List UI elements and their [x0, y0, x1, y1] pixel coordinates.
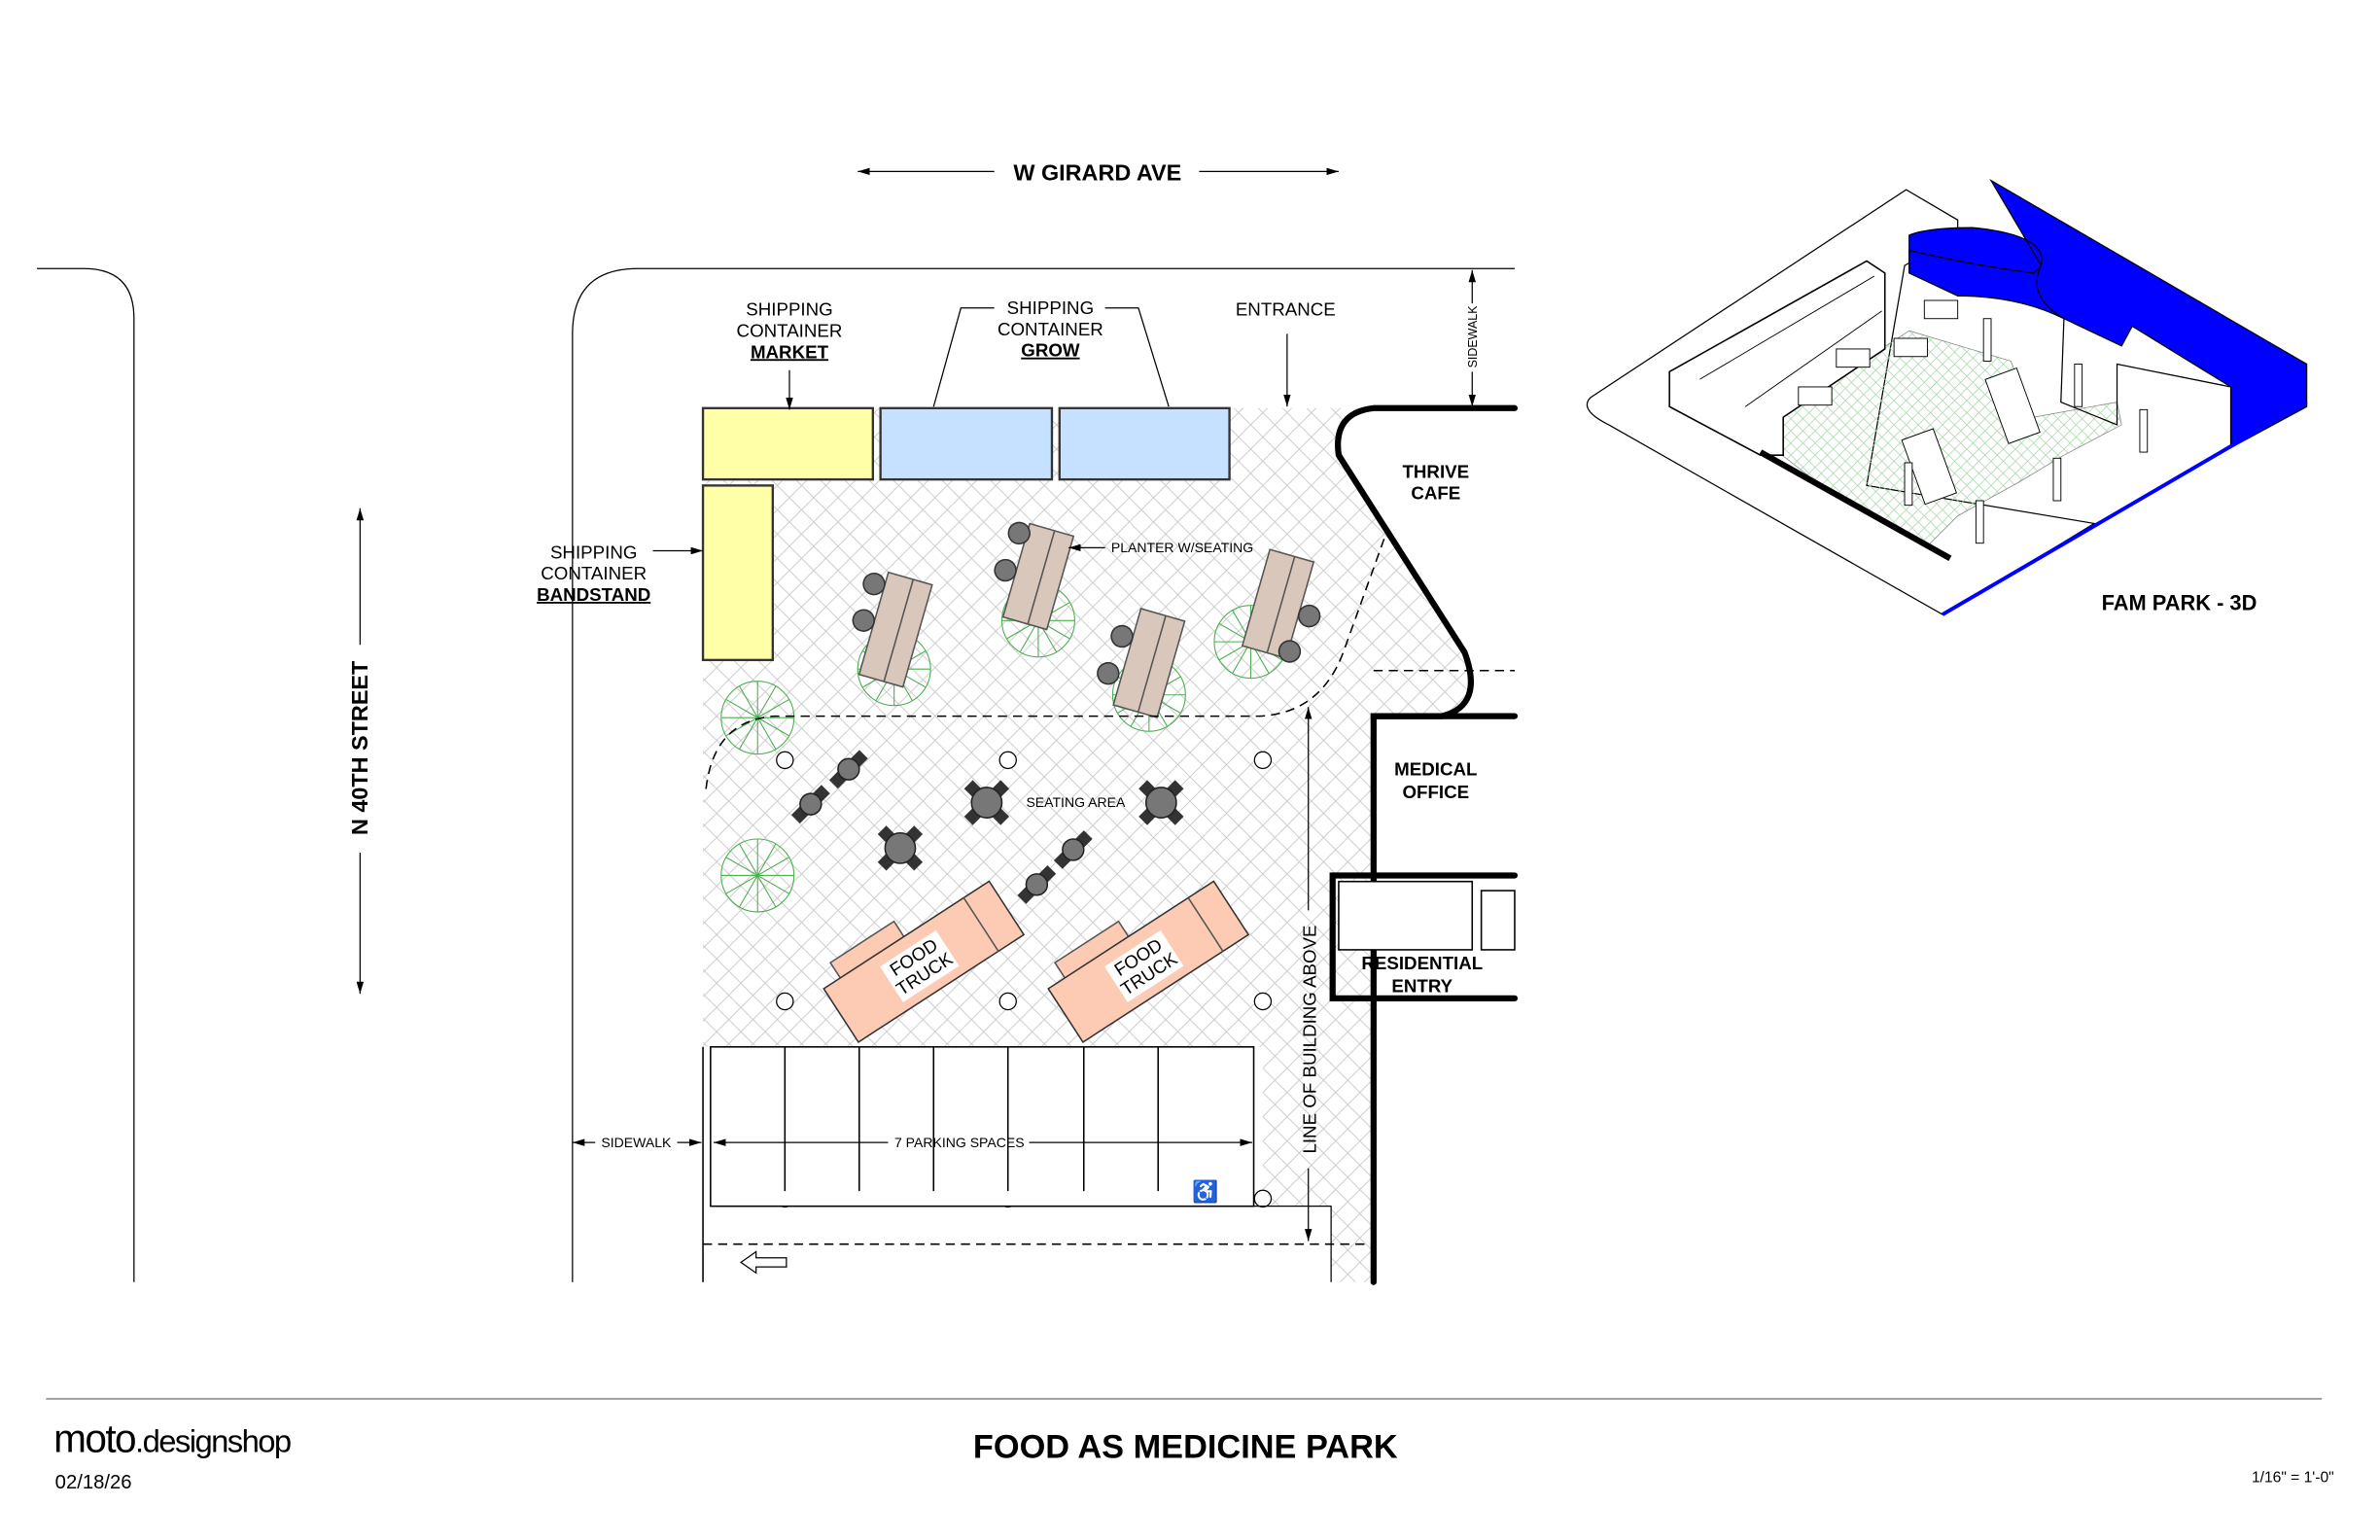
- drawing-scale: 1/16" = 1'-0": [2252, 1470, 2334, 1487]
- planter-with-seating[interactable]: [839, 567, 933, 688]
- street-name-north: W GIRARD AVE: [1013, 160, 1181, 186]
- street-curbs: [36, 267, 1515, 1282]
- planters: PLANTER W/SEATING: [839, 518, 1334, 718]
- table-with-chairs[interactable]: [877, 825, 924, 871]
- svg-text:SHIPPING: SHIPPING: [1007, 298, 1094, 318]
- label-entrance: ENTRANCE: [1236, 299, 1336, 407]
- bollard: [998, 992, 1017, 1011]
- label-bandstand: SHIPPING CONTAINER BANDSTAND: [537, 542, 704, 605]
- svg-text:CAFE: CAFE: [1411, 482, 1460, 503]
- svg-text:ENTRY: ENTRY: [1391, 976, 1452, 997]
- svg-text:CONTAINER: CONTAINER: [541, 563, 647, 583]
- building-overhang-line: [705, 538, 1385, 789]
- svg-text:SHIPPING: SHIPPING: [550, 542, 637, 562]
- food-truck-1[interactable]: FOOD TRUCK: [814, 866, 1026, 1043]
- planter-with-seating[interactable]: [1241, 548, 1334, 667]
- bollard: [1253, 992, 1273, 1011]
- building-walls: [1329, 404, 1519, 1285]
- firm-logo: moto.designshop: [53, 1416, 291, 1460]
- label-sidewalk-north: SIDEWALK: [1466, 269, 1480, 407]
- bollard: [998, 751, 1017, 770]
- bollard: [1253, 1189, 1273, 1208]
- axonometric-3d-view: FAM PARK - 3D: [1586, 178, 2308, 616]
- planter-with-seating[interactable]: [1090, 602, 1186, 718]
- svg-text:CONTAINER: CONTAINER: [737, 320, 843, 340]
- bollard: [1253, 751, 1273, 770]
- label-medical-office: MEDICAL: [1394, 758, 1477, 779]
- svg-text:SIDEWALK: SIDEWALK: [1466, 305, 1480, 368]
- table-with-chairs[interactable]: [963, 780, 1010, 825]
- table-with-chairs[interactable]: [1017, 864, 1057, 904]
- tree-icon: [720, 681, 795, 755]
- label-thrive-cafe: THRIVE: [1402, 462, 1469, 482]
- svg-text:ENTRANCE: ENTRANCE: [1236, 299, 1336, 320]
- street-label-girard: W GIRARD AVE: [858, 160, 1339, 186]
- bollard: [776, 992, 794, 1011]
- traffic-arrow-icon: [739, 1250, 788, 1275]
- label-3d-view: FAM PARK - 3D: [2102, 590, 2258, 614]
- sheet-title: FOOD AS MEDICINE PARK: [973, 1429, 1398, 1466]
- svg-text:GROW: GROW: [1021, 340, 1080, 361]
- label-residential-entry: RESIDENTIAL: [1361, 953, 1483, 973]
- label-grow: SHIPPING CONTAINER GROW: [932, 298, 1170, 407]
- bollard: [776, 751, 794, 770]
- parking-lot: ♿ 7 PARKING SPACES SIDEWALK: [572, 1046, 1374, 1282]
- container-market[interactable]: [701, 406, 875, 481]
- svg-text:CONTAINER: CONTAINER: [998, 319, 1103, 339]
- svg-text:SHIPPING: SHIPPING: [746, 299, 832, 320]
- container-grow-1[interactable]: [879, 406, 1054, 481]
- sheet-date: 02/18/26: [55, 1472, 132, 1493]
- label-seating-area: SEATING AREA: [1026, 794, 1126, 810]
- planter-with-seating[interactable]: [983, 518, 1075, 631]
- table-with-chairs[interactable]: [790, 785, 830, 823]
- svg-text:MARKET: MARKET: [751, 341, 829, 362]
- svg-text:BANDSTAND: BANDSTAND: [537, 584, 650, 605]
- label-parking: 7 PARKING SPACES: [894, 1135, 1025, 1150]
- street-label-40th: N 40TH STREET: [347, 508, 372, 995]
- label-sidewalk-west: SIDEWALK: [601, 1135, 672, 1150]
- table-with-chairs[interactable]: [1138, 780, 1184, 825]
- label-planter: PLANTER W/SEATING: [1111, 540, 1253, 555]
- svg-text:OFFICE: OFFICE: [1402, 782, 1469, 802]
- container-bandstand[interactable]: [701, 484, 775, 662]
- label-building-line: LINE OF BUILDING ABOVE: [1300, 707, 1320, 1242]
- street-name-west: N 40TH STREET: [347, 660, 372, 835]
- label-market: SHIPPING CONTAINER MARKET: [737, 299, 843, 410]
- accessible-parking-icon: ♿: [1192, 1179, 1218, 1204]
- container-grow-2[interactable]: [1058, 406, 1231, 481]
- tree-icon: [720, 838, 795, 913]
- svg-text:LINE OF BUILDING ABOVE: LINE OF BUILDING ABOVE: [1300, 925, 1320, 1153]
